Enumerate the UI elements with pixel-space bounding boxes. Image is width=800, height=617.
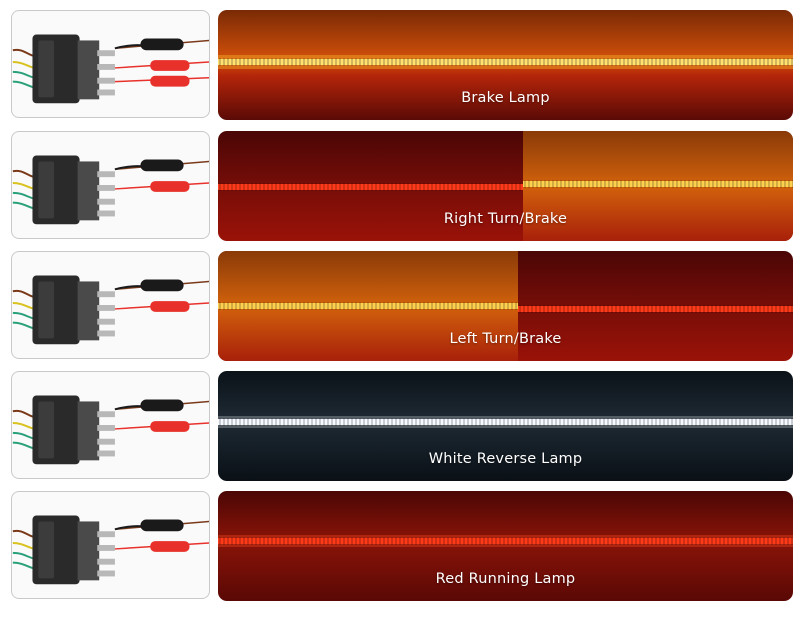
connector-illustration bbox=[12, 395, 209, 465]
led-strip-right-turn bbox=[218, 131, 793, 241]
connector-illustration bbox=[12, 275, 209, 345]
connector-photo bbox=[11, 371, 210, 479]
led-strip-brake bbox=[218, 10, 793, 120]
mode-row-right-turn: Right Turn/Brake bbox=[0, 131, 800, 243]
light-panel-reverse: White Reverse Lamp bbox=[218, 371, 793, 481]
panel-caption: White Reverse Lamp bbox=[428, 451, 583, 467]
connector-photo bbox=[11, 251, 210, 359]
light-panel-brake: Brake Lamp bbox=[218, 10, 793, 120]
light-panel-left-turn: Left Turn/Brake bbox=[218, 251, 793, 361]
mode-row-left-turn: Left Turn/Brake bbox=[0, 251, 800, 363]
panel-caption: Red Running Lamp bbox=[435, 571, 576, 587]
mode-row-running: Red Running Lamp bbox=[0, 491, 800, 603]
panel-caption: Brake Lamp bbox=[461, 90, 550, 106]
mode-row-brake: Brake Lamp bbox=[0, 10, 800, 122]
connector-photo bbox=[11, 10, 210, 118]
connector-photo bbox=[11, 491, 210, 599]
connector-photo bbox=[11, 131, 210, 239]
connector-illustration bbox=[12, 515, 209, 585]
panel-caption: Right Turn/Brake bbox=[443, 211, 568, 227]
led-strip-left-turn bbox=[218, 251, 793, 361]
led-strip-reverse bbox=[218, 371, 793, 481]
mode-row-reverse: White Reverse Lamp bbox=[0, 371, 800, 483]
led-strip-running bbox=[218, 491, 793, 601]
connector-illustration bbox=[12, 155, 209, 225]
connector-illustration bbox=[12, 34, 209, 104]
panel-caption: Left Turn/Brake bbox=[449, 331, 562, 347]
light-panel-right-turn: Right Turn/Brake bbox=[218, 131, 793, 241]
light-panel-running: Red Running Lamp bbox=[218, 491, 793, 601]
